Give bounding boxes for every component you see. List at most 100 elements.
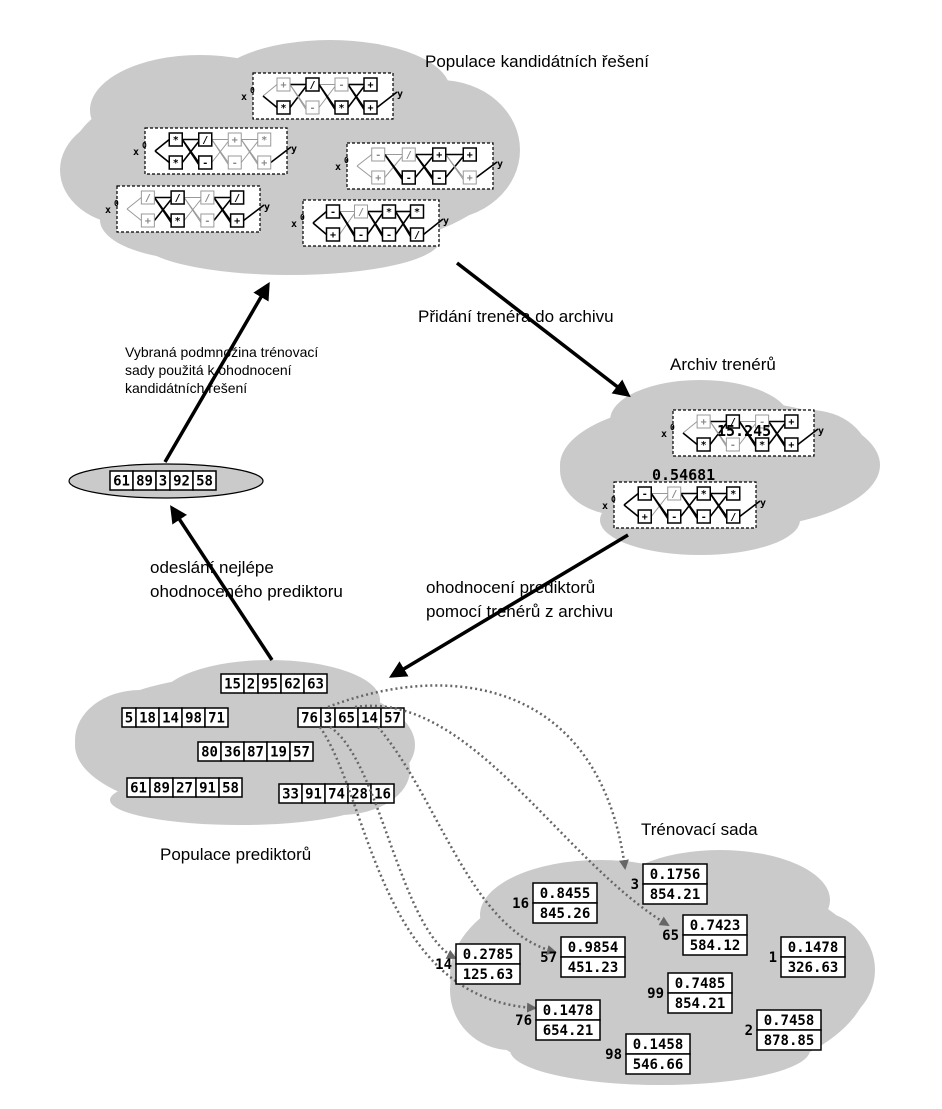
cgp-input-label: x — [602, 501, 608, 512]
training-output: 451.23 — [568, 960, 619, 976]
arrow-evaluate-predictors — [388, 533, 629, 678]
predictor-value: 16 — [374, 787, 391, 803]
cgp-op: + — [788, 417, 794, 428]
training-input: 0.7423 — [690, 918, 741, 934]
cgp-edge — [213, 197, 232, 223]
cgp-edge — [366, 211, 384, 237]
training-output: 125.63 — [463, 967, 514, 983]
predictor-cell — [380, 707, 405, 728]
cgp-edge — [153, 197, 172, 223]
predictor-value: 5 — [125, 711, 133, 727]
predictor-value: 63 — [307, 677, 324, 693]
cgp-op: / — [414, 230, 420, 241]
training-output: 878.85 — [764, 1033, 815, 1049]
predictor-value: 33 — [282, 787, 299, 803]
cgp-op: / — [234, 193, 240, 204]
cgp-edge — [376, 91, 398, 109]
cgp-op: + — [145, 216, 151, 227]
cgp-node — [227, 132, 242, 147]
cgp-edge — [445, 154, 464, 180]
cgp-op: + — [701, 417, 707, 428]
cgp-edge — [347, 84, 365, 110]
cgp-edge — [289, 84, 307, 110]
cgp-node — [755, 414, 770, 429]
cgp-op: * — [338, 103, 344, 114]
cgp-edge — [312, 222, 328, 236]
cgp-node — [334, 100, 349, 115]
cgp-edge — [682, 432, 698, 446]
predictor-value: 61 — [130, 781, 147, 797]
training-index: 14 — [435, 957, 452, 973]
predictor-value: 18 — [139, 711, 156, 727]
title-training-set: Trénovací sada — [641, 820, 758, 839]
label-evaluate-predictors-2: pomocí trenérů z archivu — [426, 602, 613, 621]
cgp-edge — [356, 165, 373, 178]
cgp-edge — [126, 197, 142, 210]
cgp-node — [276, 100, 291, 115]
cgp-output-label: y — [818, 426, 824, 437]
cgp-input-label: x — [133, 147, 139, 158]
arrow-send-best — [170, 505, 274, 661]
predictor-value: 15 — [224, 677, 241, 693]
cgp-zero-label: 0 — [250, 86, 255, 95]
cgp-node — [696, 437, 711, 452]
cgp-zero-label: 0 — [300, 213, 305, 222]
title-archive: Archiv trenérů — [670, 355, 776, 374]
cgp-edge — [183, 197, 202, 223]
cgp-node — [432, 147, 447, 162]
cgp-edge — [126, 208, 142, 221]
cgp-op: - — [204, 216, 210, 227]
cgp-node — [401, 147, 416, 162]
link-57-76 — [318, 726, 537, 1013]
predictor-value: 19 — [270, 745, 287, 761]
cgp-op: + — [261, 158, 267, 169]
predictor-cell — [218, 777, 243, 798]
cgp-node — [227, 155, 242, 170]
cgp-node — [353, 227, 369, 242]
cgp-input-label: x — [335, 162, 341, 173]
training-output-cell — [455, 963, 521, 985]
cgp-op: * — [175, 216, 181, 227]
cgp-output-label: y — [760, 498, 766, 509]
cgp-op: - — [759, 417, 765, 428]
predictor-value: 65 — [338, 711, 355, 727]
cgp-zero-label: 0 — [344, 156, 349, 165]
cgp-node — [229, 190, 245, 205]
cgp-op: / — [358, 207, 364, 218]
cgp-edge — [767, 421, 786, 447]
cgp-op: + — [367, 80, 373, 91]
label-add-trainer: Přidání trenéra do archivu — [418, 307, 614, 326]
cgp-edge — [356, 154, 373, 167]
cgp-edge — [709, 493, 728, 519]
cgp-edge — [262, 84, 278, 97]
cgp-edge — [211, 139, 229, 165]
cgp-edge — [623, 492, 639, 506]
cgp-op: * — [414, 207, 420, 218]
cgp-edge — [650, 493, 669, 519]
predictor-value: 89 — [153, 781, 170, 797]
predictor-value: 98 — [185, 711, 202, 727]
cgp-op: * — [386, 207, 392, 218]
cgp-edge — [738, 421, 757, 447]
predictor-value: 58 — [196, 474, 213, 490]
cgp-zero-label: 0 — [142, 141, 147, 150]
predictor-value: 76 — [301, 711, 318, 727]
cgp-op: / — [406, 150, 412, 161]
cgp-op: / — [671, 489, 677, 500]
cgp-op: - — [671, 512, 677, 523]
cgp-node — [637, 509, 652, 524]
archive-fitness-1: 15.245 — [717, 422, 771, 440]
predictor-value: 3 — [324, 711, 332, 727]
cgp-node — [784, 437, 799, 452]
predictor-cell — [204, 707, 229, 728]
cgp-node — [229, 213, 245, 228]
